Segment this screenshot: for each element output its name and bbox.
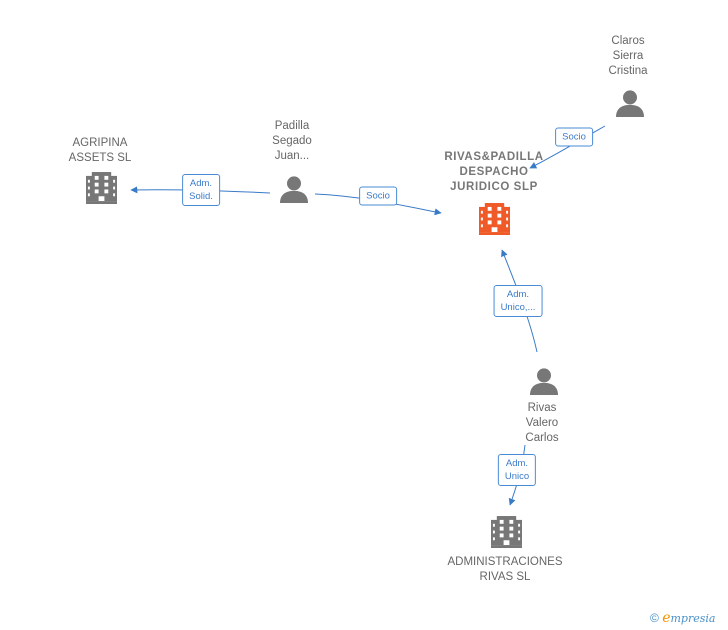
person-icon[interactable] bbox=[616, 90, 644, 117]
building-icon[interactable] bbox=[489, 516, 524, 548]
node-label-administraciones[interactable]: ADMINISTRACIONES RIVAS SL bbox=[447, 556, 563, 583]
footer-brand: © empresia bbox=[650, 610, 715, 626]
edge-label-claros-rivas: Socio bbox=[555, 127, 593, 147]
edge-label-rivas-valero-rivas: Adm. Unico,... bbox=[493, 285, 543, 317]
node-label-padilla[interactable]: Padilla Segado Juan... bbox=[272, 120, 312, 162]
empresia-logo-text: mpresia bbox=[670, 612, 716, 625]
edge-label-rivas-valero-admin: Adm. Unico bbox=[497, 454, 537, 486]
person-icon[interactable] bbox=[530, 368, 558, 395]
building-icon[interactable] bbox=[84, 172, 119, 204]
node-label-rivas-padilla[interactable]: RIVAS&PADILLA DESPACHO JURIDICO SLP bbox=[444, 151, 544, 193]
edge-claros-rivas bbox=[529, 125, 606, 169]
person-icon[interactable] bbox=[280, 176, 308, 203]
node-label-rivas-valero[interactable]: Rivas Valero Carlos bbox=[525, 402, 559, 444]
edge-label-padilla-agripina: Adm. Solid. bbox=[182, 174, 220, 206]
edge-label-padilla-rivas: Socio bbox=[359, 186, 397, 206]
copyright-symbol: © bbox=[650, 611, 659, 625]
building-icon[interactable] bbox=[477, 203, 512, 235]
node-label-claros[interactable]: Claros Sierra Cristina bbox=[608, 35, 648, 77]
node-label-agripina[interactable]: AGRIPINA ASSETS SL bbox=[68, 137, 132, 164]
empresia-logo-initial: e bbox=[662, 610, 671, 626]
